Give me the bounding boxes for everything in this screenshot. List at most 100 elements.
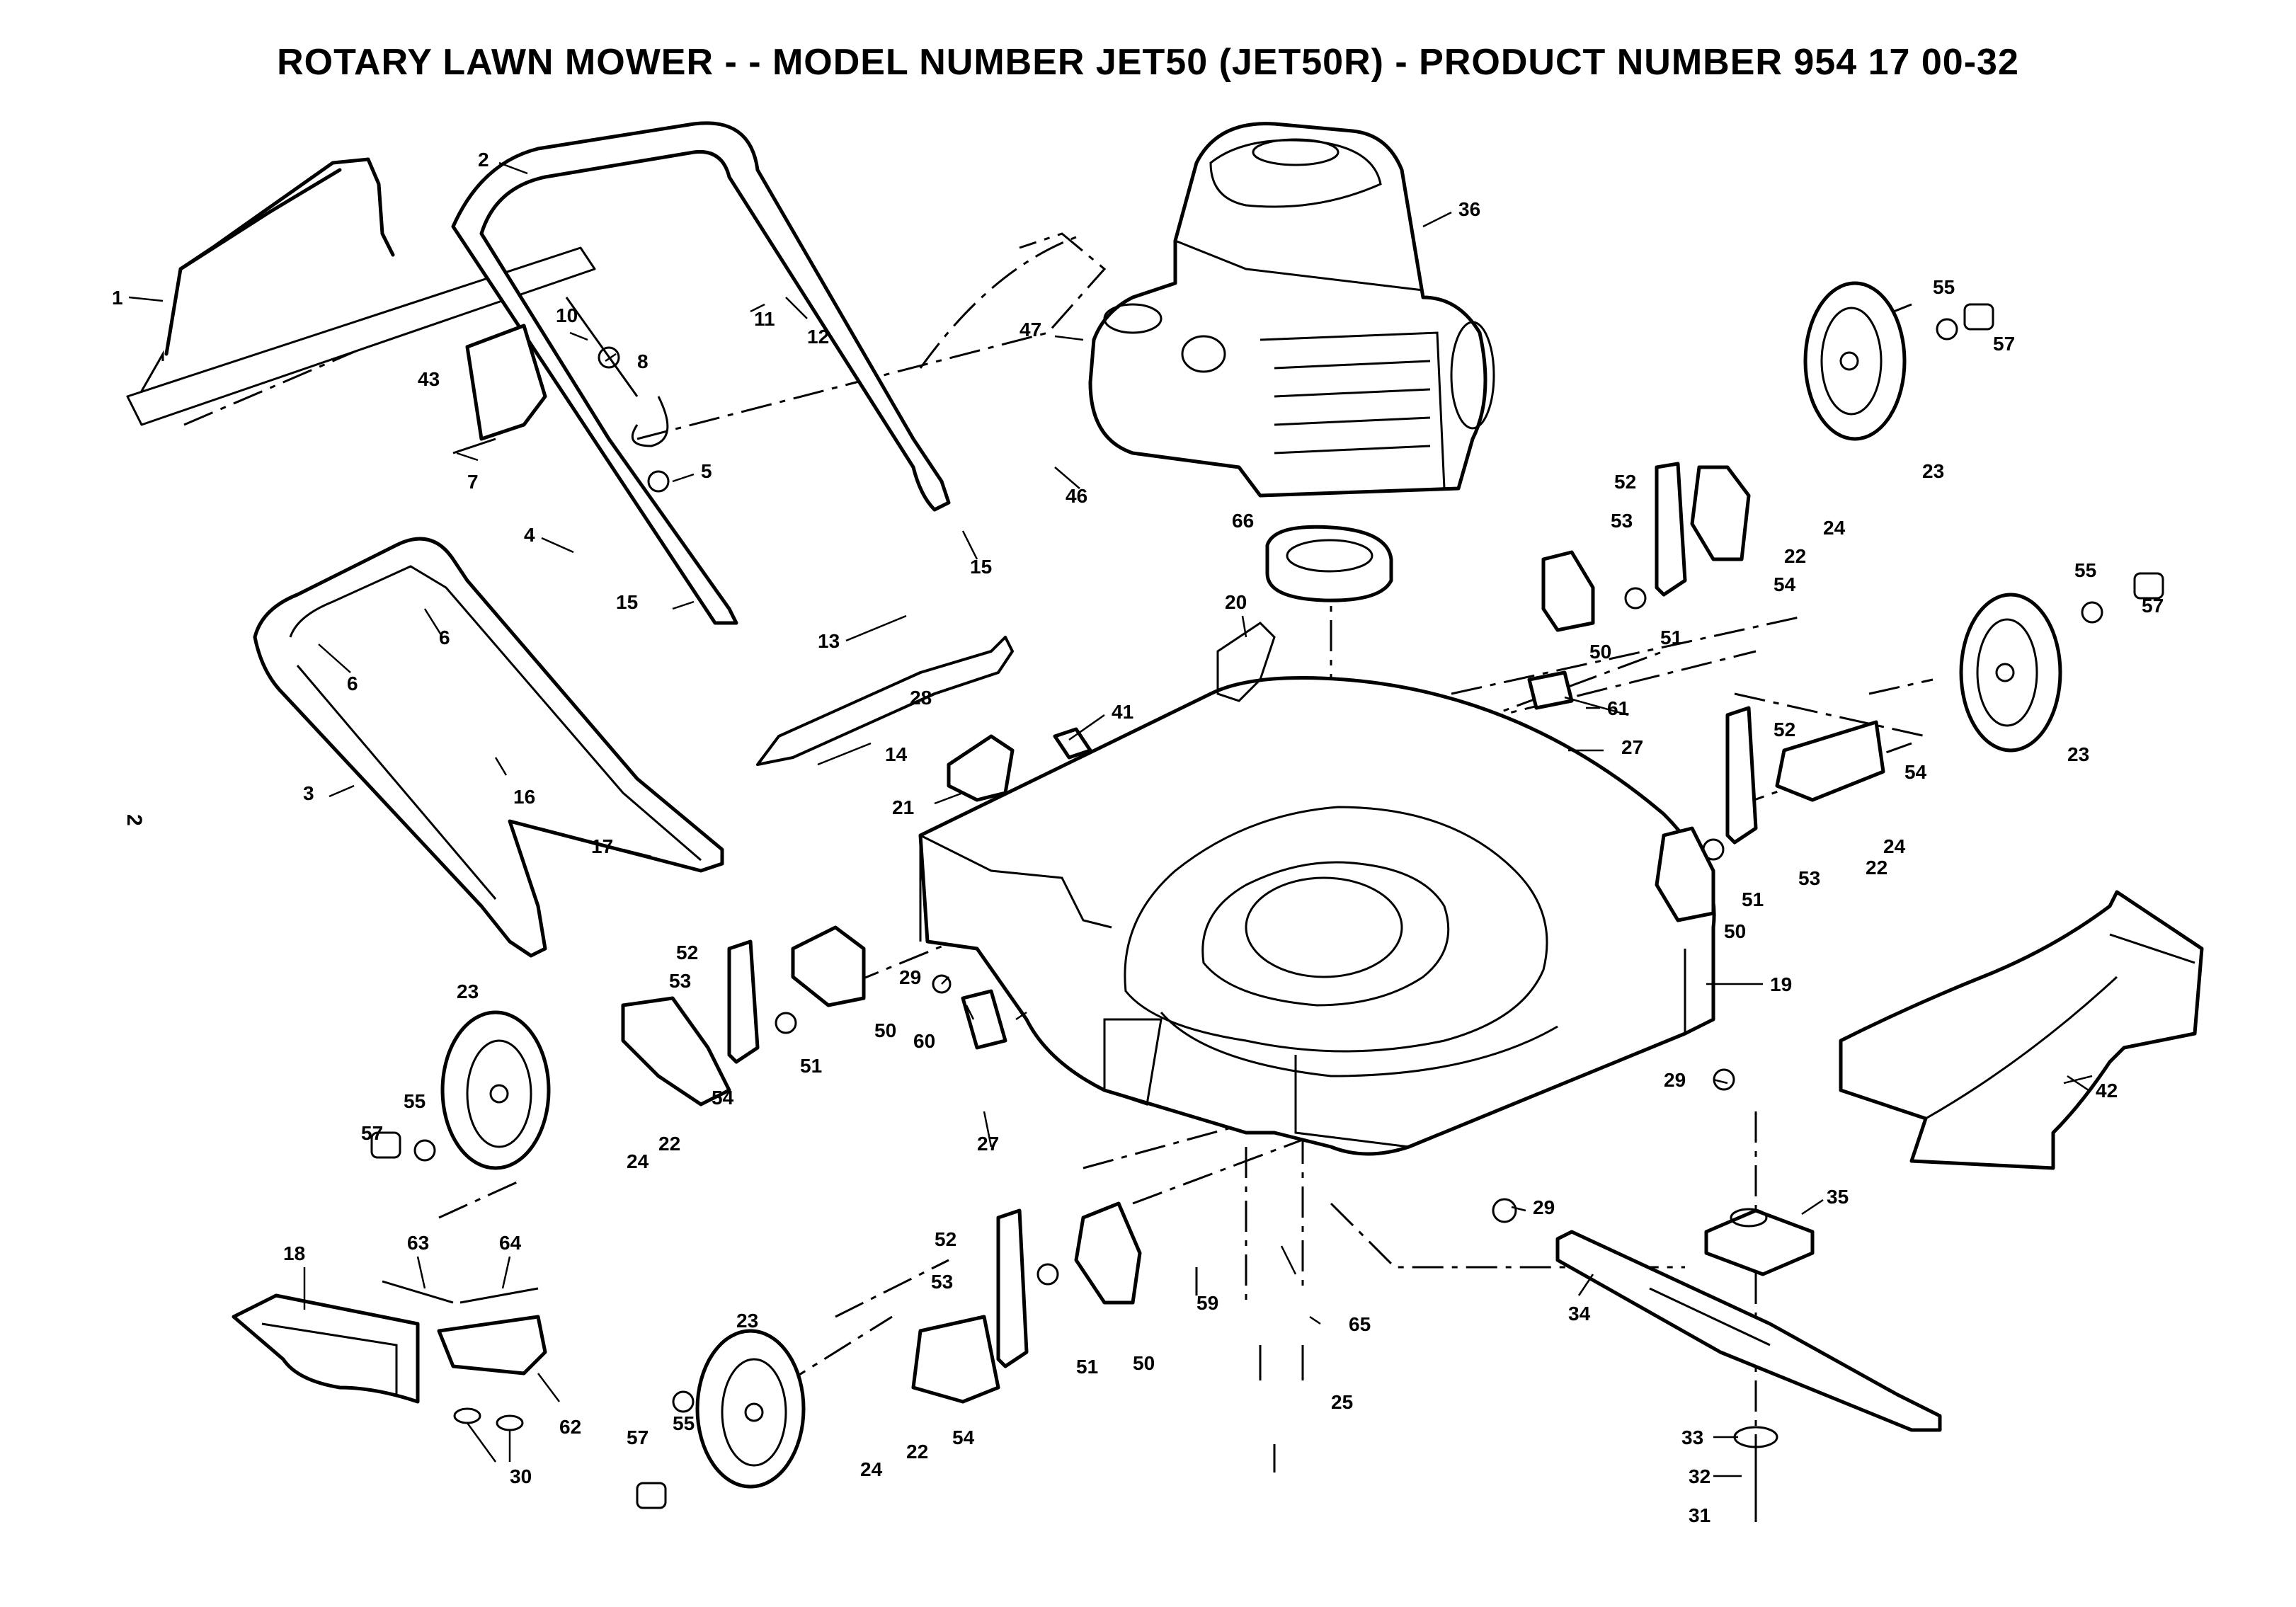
callout-23: 23 bbox=[2067, 743, 2089, 765]
callout-23: 23 bbox=[736, 1310, 758, 1332]
callout-27: 27 bbox=[977, 1133, 999, 1155]
callout-22: 22 bbox=[658, 1133, 680, 1155]
callout-24: 24 bbox=[860, 1458, 883, 1480]
callout-20: 20 bbox=[1225, 591, 1247, 613]
callout-41: 41 bbox=[1112, 701, 1133, 723]
part-wheel-front-right bbox=[1803, 281, 1907, 441]
part-upper-handle bbox=[451, 121, 951, 625]
callout-54: 54 bbox=[712, 1087, 734, 1109]
callout-30: 30 bbox=[510, 1465, 532, 1487]
part-upper-handle-bail bbox=[126, 157, 596, 426]
callout-50: 50 bbox=[1724, 920, 1746, 942]
callout-42: 42 bbox=[2096, 1080, 2118, 1102]
callout-labels: 1 2 3 4 5 6 6 7 8 10 11 12 13 14 15 15 1… bbox=[112, 149, 2164, 1526]
callout-54: 54 bbox=[952, 1426, 975, 1448]
callout-46: 46 bbox=[1066, 485, 1087, 507]
callout-24: 24 bbox=[1823, 517, 1846, 539]
callout-2: 2 bbox=[478, 149, 489, 171]
callout-51: 51 bbox=[1742, 888, 1764, 910]
callout-6: 6 bbox=[439, 627, 450, 648]
callout-63: 63 bbox=[407, 1232, 429, 1254]
callout-50: 50 bbox=[1133, 1352, 1155, 1374]
callout-57: 57 bbox=[361, 1122, 383, 1144]
part-wheel-rear-left bbox=[695, 1329, 806, 1489]
callout-24: 24 bbox=[627, 1150, 649, 1172]
callout-18: 18 bbox=[283, 1242, 305, 1264]
callout-64: 64 bbox=[499, 1232, 522, 1254]
callout-14: 14 bbox=[885, 743, 908, 765]
callout-52: 52 bbox=[935, 1228, 956, 1250]
part-wheel-front-left bbox=[440, 1010, 551, 1170]
part-height-adjusters bbox=[621, 462, 1885, 1404]
part-height-linkage-rod bbox=[756, 636, 1014, 766]
callout-28: 28 bbox=[910, 687, 932, 709]
callout-11: 11 bbox=[754, 308, 775, 330]
part-rear-door bbox=[232, 1293, 420, 1404]
callout-13: 13 bbox=[818, 630, 840, 652]
callout-62: 62 bbox=[559, 1416, 581, 1438]
callout-17: 17 bbox=[591, 835, 613, 857]
callout-24: 24 bbox=[1883, 835, 1906, 857]
callout-50: 50 bbox=[1589, 641, 1611, 663]
callout-52: 52 bbox=[676, 942, 698, 963]
callout-53: 53 bbox=[1611, 510, 1633, 532]
callout-55: 55 bbox=[673, 1412, 695, 1434]
part-blade bbox=[1555, 1230, 1942, 1432]
part-brackets bbox=[465, 324, 1574, 1050]
callout-15: 15 bbox=[970, 556, 992, 578]
part-mower-deck bbox=[918, 622, 1716, 1156]
callout-7: 7 bbox=[467, 471, 479, 493]
callout-53: 53 bbox=[931, 1271, 953, 1293]
callout-54: 54 bbox=[1774, 573, 1796, 595]
part-blade-adapter bbox=[1704, 1208, 1815, 1276]
callout-31: 31 bbox=[1689, 1504, 1710, 1526]
callout-23: 23 bbox=[457, 980, 479, 1002]
callout-21: 21 bbox=[892, 796, 914, 818]
callout-32: 32 bbox=[1689, 1465, 1710, 1487]
part-engine-gasket bbox=[1265, 525, 1393, 602]
callout-1: 1 bbox=[112, 287, 123, 309]
callout-55: 55 bbox=[1933, 276, 1955, 298]
leader-lines bbox=[128, 161, 2093, 1477]
page-title: ROTARY LAWN MOWER - - MODEL NUMBER JET50… bbox=[277, 42, 2019, 83]
callout-33: 33 bbox=[1681, 1426, 1703, 1448]
callout-22: 22 bbox=[1866, 857, 1887, 879]
callout-51: 51 bbox=[800, 1055, 822, 1077]
part-engine bbox=[1088, 122, 1495, 498]
callout-57: 57 bbox=[1993, 333, 2015, 355]
callout-15: 15 bbox=[616, 591, 638, 613]
callout-59: 59 bbox=[1196, 1292, 1218, 1314]
part-lower-handle bbox=[253, 537, 724, 958]
callout-29: 29 bbox=[1664, 1069, 1686, 1091]
callout-51: 51 bbox=[1660, 627, 1682, 648]
callout-53: 53 bbox=[1798, 867, 1820, 889]
callout-57: 57 bbox=[627, 1426, 649, 1448]
callout-55: 55 bbox=[2074, 559, 2096, 581]
part-hardware bbox=[370, 303, 2164, 1522]
callout-52: 52 bbox=[1774, 719, 1795, 740]
callout-34: 34 bbox=[1568, 1303, 1591, 1325]
callout-25: 25 bbox=[1331, 1391, 1353, 1413]
callout-4: 4 bbox=[524, 524, 535, 546]
callout-60: 60 bbox=[913, 1030, 935, 1052]
callout-29: 29 bbox=[899, 966, 921, 988]
callout-51: 51 bbox=[1076, 1356, 1098, 1378]
callout-36: 36 bbox=[1458, 198, 1480, 220]
callout-43: 43 bbox=[418, 368, 440, 390]
callout-5: 5 bbox=[701, 460, 712, 482]
callout-57: 57 bbox=[2142, 595, 2164, 617]
callout-53: 53 bbox=[669, 970, 691, 992]
callout-10: 10 bbox=[556, 304, 578, 326]
part-door-hinge-bracket bbox=[382, 1280, 547, 1376]
callout-22: 22 bbox=[906, 1441, 928, 1463]
callout-50: 50 bbox=[874, 1019, 896, 1041]
callout-54: 54 bbox=[1904, 761, 1927, 783]
callout-6: 6 bbox=[347, 673, 358, 694]
callout-35: 35 bbox=[1827, 1186, 1849, 1208]
callout-8: 8 bbox=[637, 350, 649, 372]
callout-47: 47 bbox=[1020, 319, 1041, 341]
callout-65: 65 bbox=[1349, 1313, 1371, 1335]
callout-27: 27 bbox=[1621, 736, 1643, 758]
callout-16: 16 bbox=[513, 786, 535, 808]
